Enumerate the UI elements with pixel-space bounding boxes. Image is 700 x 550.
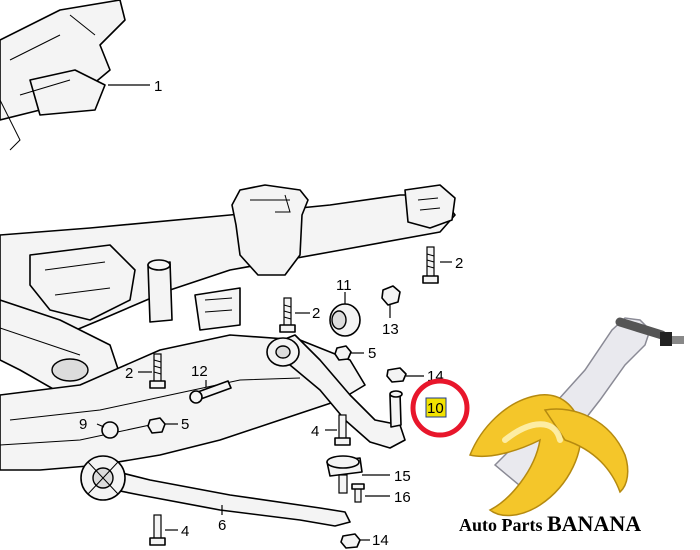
bolt-2b <box>279 297 296 333</box>
bolt-4b <box>149 514 166 546</box>
callout-1: 1 <box>154 78 162 95</box>
callout-4b: 4 <box>181 523 189 540</box>
callout-14b: 14 <box>372 532 389 549</box>
callout-16: 16 <box>394 489 411 506</box>
upper-member-drawing <box>0 0 126 151</box>
callout-9: 9 <box>79 416 87 433</box>
banana-peel-icon <box>543 408 629 494</box>
callout-2b: 2 <box>312 305 320 322</box>
brand-logo: Auto Parts BANANA <box>459 317 684 536</box>
callout-15: 15 <box>394 468 411 485</box>
callout-6: 6 <box>218 517 226 534</box>
callout-5b: 5 <box>181 416 189 433</box>
control-arm-drawing <box>266 334 406 449</box>
highlight-ring <box>410 378 470 438</box>
callout-13: 13 <box>382 321 399 338</box>
callout-4a: 4 <box>311 423 319 440</box>
callout-10: 10 <box>427 400 444 417</box>
callout-labels: 1 2 2 2 11 13 5 14 12 9 5 4 15 16 4 6 14 <box>79 78 463 549</box>
axle-carrier-drawing <box>0 184 456 396</box>
bolt-2a <box>422 246 439 284</box>
leader-lines <box>96 84 452 541</box>
highlight-part-10: 10 <box>410 378 470 438</box>
ball-joint-15 <box>326 455 363 494</box>
hardware-drawing <box>101 246 439 549</box>
bolt-2c <box>149 353 166 389</box>
callout-12: 12 <box>191 363 208 380</box>
callout-11: 11 <box>336 277 352 294</box>
callout-2c: 2 <box>125 365 133 382</box>
bushing-11 <box>329 303 361 337</box>
bolt-12 <box>189 380 232 404</box>
brand-text-2: BANANA <box>547 511 641 536</box>
bolt-4a <box>334 414 351 446</box>
bolt-16 <box>351 483 365 503</box>
brand-text-1: Auto Parts <box>459 515 547 535</box>
tension-strut-drawing <box>80 455 351 527</box>
highlight-box <box>425 397 447 418</box>
svg-text:Auto Parts BANANA: Auto Parts BANANA <box>459 511 641 536</box>
callout-5a: 5 <box>368 345 376 362</box>
callout-2a: 2 <box>455 255 463 272</box>
